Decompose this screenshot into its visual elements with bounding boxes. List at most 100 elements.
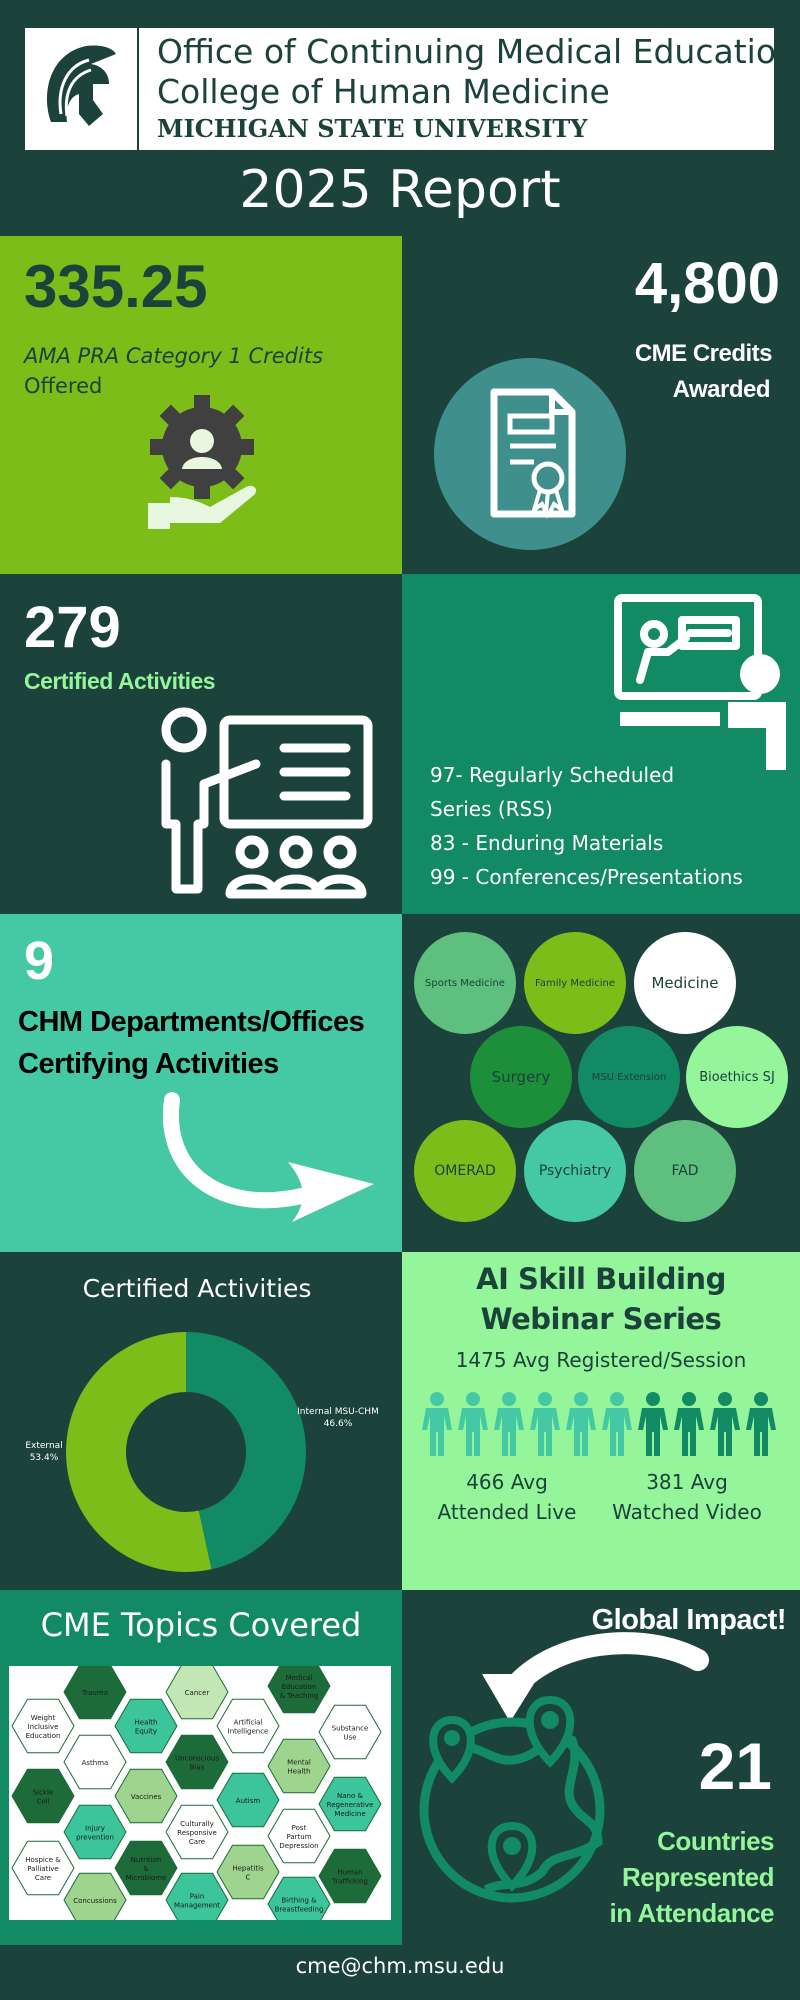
topic-label: Nutrition	[131, 1856, 162, 1864]
webinar-video-label: Watched Video	[612, 1500, 762, 1524]
global-panel: Global Impact! 21 Countries Represented …	[402, 1590, 800, 1945]
slice-internal-msu-chm	[186, 1332, 307, 1570]
credits-awarded-label-1: CME Credits	[634, 340, 773, 367]
certified-activities-label: Certified Activities	[24, 668, 216, 694]
person-icon	[530, 1392, 560, 1456]
label-internal-name: Internal MSU-CHM	[297, 1407, 379, 1417]
header-line-2: College of Human Medicine	[157, 72, 610, 111]
topic-label: Hepatitis	[232, 1865, 264, 1873]
header-banner	[25, 28, 774, 150]
departments-label-2: Certifying Activities	[18, 1048, 279, 1080]
topic-label: Care	[189, 1838, 205, 1846]
person-icon	[602, 1392, 632, 1456]
credits-offered-label: Offered	[24, 374, 103, 398]
topic-label: Sickle	[33, 1789, 54, 1797]
person-icon	[566, 1392, 596, 1456]
dept-bubble-omerad: OMERAD	[414, 1120, 516, 1222]
topic-label: Cancer	[185, 1689, 210, 1697]
topic-label: Partum	[286, 1833, 311, 1841]
topic-label: Care	[35, 1874, 51, 1882]
topic-label: C	[246, 1874, 251, 1882]
footer-email[interactable]: cme@chm.msu.edu	[295, 1954, 505, 1978]
topic-hex: Cancer	[165, 1664, 229, 1720]
credits-offered-panel: 335.25 AMA PRA Category 1 Credits Offere…	[0, 236, 402, 574]
activity-line-2: Series (RSS)	[430, 797, 553, 821]
topic-label: Cell	[36, 1798, 49, 1806]
global-value: 21	[698, 1729, 772, 1803]
header-line-1: Office of Continuing Medical Education	[157, 32, 797, 71]
topic-label: Education	[26, 1732, 61, 1740]
certified-activities-panel: 279 Certified Activities	[0, 574, 402, 914]
topic-label: Palliative	[27, 1865, 58, 1873]
certified-activities-value: 279	[24, 595, 121, 660]
topic-label: Bias	[190, 1764, 205, 1772]
person-icon	[638, 1392, 668, 1456]
curved-arrow-icon	[162, 1092, 374, 1222]
webinar-title-2: Webinar Series	[480, 1302, 722, 1336]
certificate-icon	[434, 358, 626, 550]
gear-hand-icon	[148, 395, 257, 529]
dept-bubble-medicine: Medicine	[634, 932, 736, 1034]
credits-awarded-label-2: Awarded	[672, 376, 771, 403]
activity-line-3: 83 - Enduring Materials	[430, 831, 664, 855]
slice-external	[66, 1332, 212, 1572]
dept-bubble-family-medicine: Family Medicine	[524, 932, 626, 1034]
topic-label: Hospice &	[25, 1856, 61, 1864]
topic-label: Inclusive	[28, 1723, 59, 1731]
credits-awarded-panel: 4,800 CME Credits Awarded	[402, 236, 800, 574]
topic-label: Culturally	[180, 1820, 214, 1828]
credits-offered-label-italic: AMA PRA Category 1 Credits	[24, 344, 324, 368]
person-icon	[710, 1392, 740, 1456]
topic-label: Vaccines	[131, 1793, 162, 1801]
global-heading: Global Impact!	[591, 1604, 787, 1636]
topic-label: Mental	[287, 1759, 311, 1767]
global-label-2: Represented	[622, 1862, 775, 1892]
topic-label: Education	[282, 1683, 317, 1691]
globe-pins-icon	[419, 1632, 709, 1903]
topic-label: Equity	[135, 1728, 157, 1736]
topic-label: Human	[337, 1869, 362, 1877]
topic-label: Artificial	[234, 1719, 263, 1727]
topic-label: Intelligence	[228, 1728, 269, 1736]
topic-label: Concussions	[73, 1897, 117, 1905]
topic-label: Health	[288, 1768, 311, 1776]
topic-hex: Autism	[216, 1772, 280, 1828]
departments-label-1: CHM Departments/Offices	[18, 1006, 365, 1038]
topic-label: Breastfeeding	[275, 1906, 324, 1914]
topic-label: Depression	[279, 1842, 318, 1850]
topic-hex: Concussions	[63, 1872, 127, 1928]
webinar-video-value: 381 Avg	[646, 1470, 728, 1494]
person-icon	[422, 1392, 452, 1456]
topic-label: Substance	[332, 1725, 369, 1733]
dept-bubbles-panel: Sports Medicine Family Medicine Medicine…	[402, 914, 800, 1252]
webinar-panel: AI Skill Building Webinar Series 1475 Av…	[402, 1252, 800, 1590]
webinar-live-label: Attended Live	[437, 1500, 577, 1524]
topic-label: Regenerative	[327, 1801, 374, 1809]
topics-title: CME Topics Covered	[40, 1606, 362, 1644]
topic-label: Use	[343, 1734, 356, 1742]
person-icon	[458, 1392, 488, 1456]
topic-label: Trauma	[81, 1689, 108, 1697]
activity-line-1: 97- Regularly Scheduled	[430, 763, 675, 787]
page-title: 2025 Report	[239, 160, 561, 220]
topic-label: Unconscious	[175, 1755, 219, 1763]
webinar-live-value: 466 Avg	[466, 1470, 548, 1494]
person-icon	[746, 1392, 776, 1456]
topic-label: Microbiome	[126, 1874, 167, 1882]
topic-label: Injury	[85, 1825, 105, 1833]
global-label-3: in Attendance	[609, 1898, 775, 1928]
person-icon	[674, 1392, 704, 1456]
topic-hex: Birthing &Breastfeeding	[267, 1876, 331, 1932]
